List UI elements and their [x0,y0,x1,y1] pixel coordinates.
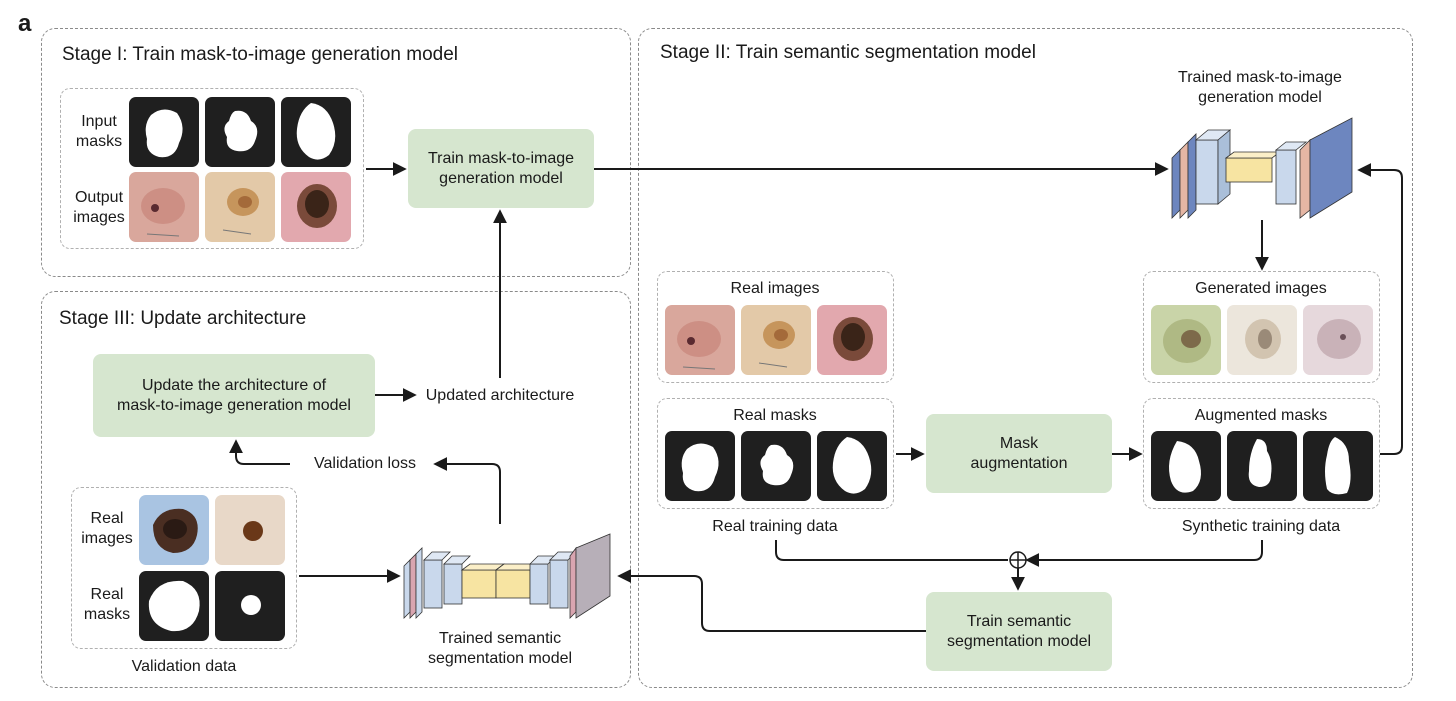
generated-image-tile-2 [1227,305,1297,375]
input-mask-tile-3 [281,97,351,167]
real-images-box [657,271,894,383]
output-image-tile-2 [205,172,275,242]
augmented-masks-label: Augmented masks [1194,407,1328,424]
figure-letter: a [18,10,32,37]
validation-real-masks-label: Real masks [83,586,131,623]
trained-segmentation-model-label: Trained semantic segmentation model [427,630,573,667]
real-image-tile-3 [817,305,887,375]
validation-image-tile-1 [139,495,209,565]
real-mask-tile-1 [665,431,735,501]
validation-image-tile-2 [215,495,285,565]
validation-data-box [71,487,297,649]
update-architecture-box: Update the architecture of mask-to-image… [93,354,375,437]
real-training-data-label: Real training data [712,518,838,535]
generated-images-box [1143,271,1380,383]
real-mask-tile-2 [741,431,811,501]
stage1-title: Stage I: Train mask-to-image generation … [62,44,459,65]
stage3-panel [41,291,631,688]
stage2-title: Stage II: Train semantic segmentation mo… [660,42,1036,63]
real-mask-tile-3 [817,431,887,501]
real-masks-box [657,398,894,509]
input-mask-tile-1 [129,97,199,167]
augmented-mask-tile-1 [1151,431,1221,501]
stage1-sample-box [60,88,364,249]
stage3-title: Stage III: Update architecture [59,308,307,329]
augmented-masks-box [1143,398,1380,509]
stage2-panel [638,28,1413,688]
generated-images-label: Generated images [1195,280,1327,297]
input-masks-label: Input masks [75,113,123,150]
stage1-panel [41,28,631,277]
generated-image-tile-1 [1151,305,1221,375]
mask-augmentation-box: Mask augmentation [926,414,1112,493]
updated-architecture-label: Updated architecture [425,387,575,404]
synthetic-training-data-label: Synthetic training data [1181,518,1341,535]
output-image-tile-3 [281,172,351,242]
train-generation-box: Train mask-to-image generation model [408,129,594,208]
validation-real-images-label: Real images [81,510,133,547]
generation-model-icon [1171,117,1353,219]
real-image-tile-2 [741,305,811,375]
input-mask-tile-2 [205,97,275,167]
segmentation-model-icon [403,533,611,619]
train-segmentation-box: Train semantic segmentation model [926,592,1112,671]
output-image-tile-1 [129,172,199,242]
real-images-label: Real images [730,280,820,297]
augmented-mask-tile-3 [1303,431,1373,501]
validation-loss-label: Validation loss [314,455,416,472]
trained-generation-model-label: Trained mask-to-image generation model [1178,69,1342,106]
output-images-label: Output images [73,189,125,226]
validation-mask-tile-2 [215,571,285,641]
validation-mask-tile-1 [139,571,209,641]
validation-data-label: Validation data [131,658,237,675]
generated-image-tile-3 [1303,305,1373,375]
real-masks-label: Real masks [733,407,817,424]
augmented-mask-tile-2 [1227,431,1297,501]
real-image-tile-1 [665,305,735,375]
